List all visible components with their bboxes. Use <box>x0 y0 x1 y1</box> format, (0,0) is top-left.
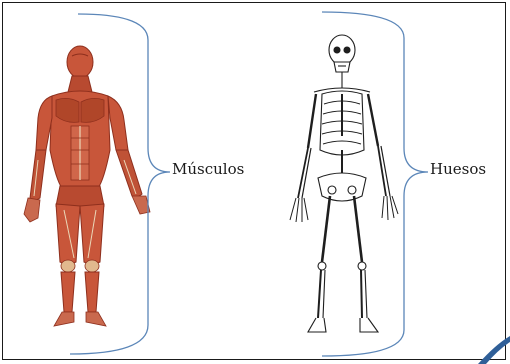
muscles-label: Músculos <box>172 160 244 178</box>
bones-label: Huesos <box>430 160 486 178</box>
skeletal-figure <box>290 35 398 332</box>
corner-accent <box>478 336 510 364</box>
muscular-figure <box>24 46 150 326</box>
